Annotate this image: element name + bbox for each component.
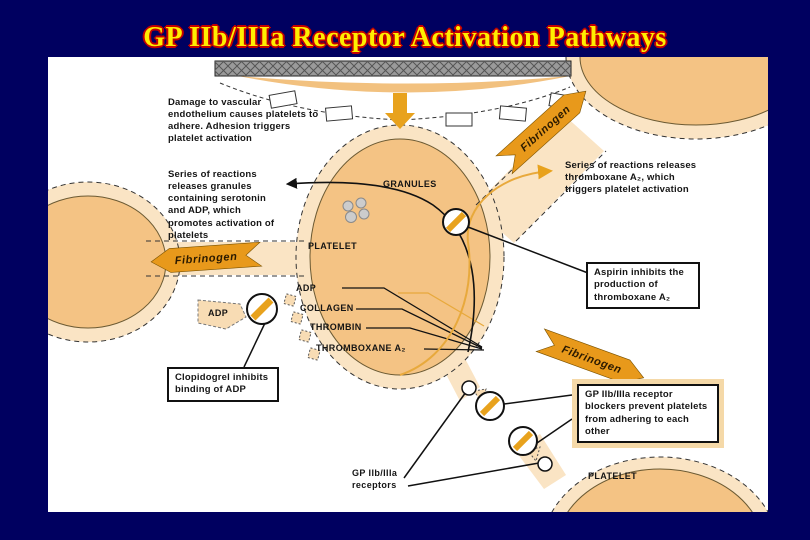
platelet-label-bottom-right: PLATELET — [588, 471, 638, 481]
page-title: GP IIb/IIIa Receptor Activation Pathways — [143, 22, 667, 53]
diagram-canvas: Fibrinogen Fibrinogen Fibrinogen — [48, 57, 768, 512]
platelet-label-center: PLATELET — [308, 241, 358, 251]
platelet-bottom-right — [567, 468, 753, 512]
gp-receptor-dots — [461, 380, 553, 472]
gp-receptors-label: GP IIb/IIIa receptors — [352, 468, 398, 490]
activation-down-arrow — [385, 93, 415, 129]
granule-annotation: Series of reactions releases granules co… — [168, 169, 275, 241]
thromboxane-a2-label: THROMBOXANE A₂ — [316, 343, 406, 353]
damage-annotation: Damage to vascular endothelium causes pl… — [168, 97, 319, 145]
granules-icons — [342, 197, 370, 223]
gp-blockers-callout-frame: GP IIb/IIIa receptor blockers prevent pl… — [572, 379, 724, 449]
gp-blocker-icon-1 — [475, 391, 505, 421]
fibrinogen-label-left: Fibrinogen — [174, 251, 238, 267]
gp-blocker-icon-2 — [508, 426, 538, 456]
adp-blocker-icon — [246, 293, 278, 325]
diagram-panel: Fibrinogen Fibrinogen Fibrinogen — [48, 57, 768, 512]
gp-blockers-callout: GP IIb/IIIa receptor blockers prevent pl… — [577, 384, 719, 444]
thromboxane-blocker-icon — [442, 208, 470, 236]
clopidogrel-callout: Clopidogrel inhibits binding of ADP — [167, 367, 279, 402]
agonist-lines — [342, 287, 485, 351]
blocker-icons — [246, 208, 538, 456]
aspirin-callout: Aspirin inhibits the production of throm… — [586, 262, 700, 310]
thromboxane-arrow — [399, 164, 553, 376]
adp-agonist-label: ADP — [208, 308, 229, 318]
platelet-bodies — [48, 57, 768, 512]
granule-release-arrow — [285, 177, 475, 353]
granules-label: GRANULES — [383, 179, 437, 189]
pointer-lines — [243, 226, 589, 487]
fibrinogen-arrow-left: Fibrinogen — [150, 241, 263, 273]
platelet-central — [309, 138, 491, 376]
halo-outlines — [48, 57, 768, 512]
collagen-label: COLLAGEN — [300, 303, 354, 313]
adp-membrane-label: ADP — [296, 283, 317, 293]
platelet-top-right — [579, 57, 768, 126]
adp-agonist-wedge — [197, 299, 247, 330]
thromboxane-annotation: Series of reactions releases thromboxane… — [565, 160, 697, 196]
thrombin-label: THROMBIN — [310, 322, 362, 332]
